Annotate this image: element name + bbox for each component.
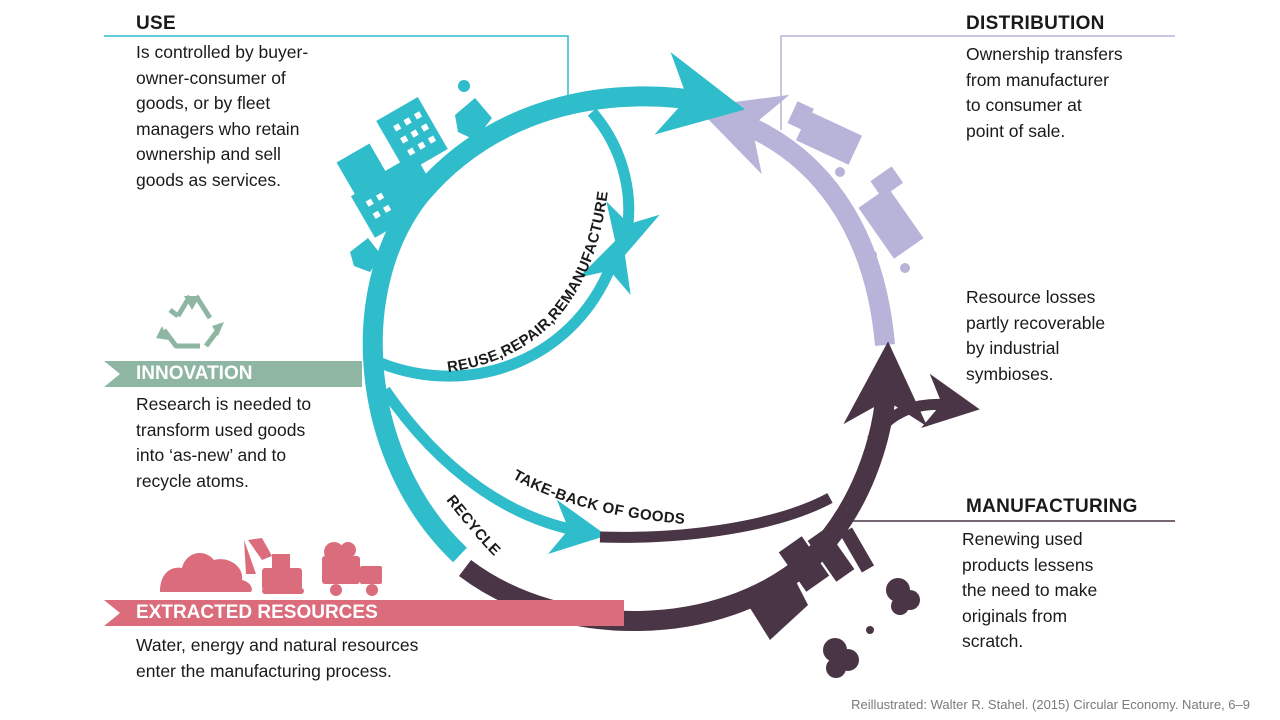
use-description: Is controlled by buyer- owner-consumer o… xyxy=(136,42,309,190)
reuse-inner-arrow xyxy=(587,108,660,262)
dump-truck-icon xyxy=(322,542,382,596)
losses-arrow xyxy=(867,373,980,443)
resource-piles-icon xyxy=(160,553,252,592)
manufacturing-description: Renewing used products lessens the need … xyxy=(962,529,1098,651)
losses-description: Resource losses partly recoverable by in… xyxy=(966,287,1106,384)
extracted-description: Water, energy and natural resources ente… xyxy=(136,635,419,681)
excavator-icon xyxy=(244,538,304,594)
takeback-return-arrow xyxy=(599,493,833,543)
trucks-icon xyxy=(787,101,924,273)
reuse-loop-label: REUSE,REPAIR,REMANUFACTURE xyxy=(446,190,612,376)
buildings-icon xyxy=(336,80,492,272)
factory-icon xyxy=(745,527,920,678)
manufacturing-title: MANUFACTURING xyxy=(966,496,1138,517)
reuse-loop-arrow xyxy=(375,234,631,382)
use-title: USE xyxy=(136,13,176,34)
innovation-title: INNOVATION xyxy=(136,363,253,384)
building-windows xyxy=(365,111,437,219)
distribution-description: Ownership transfers from manufacturer to… xyxy=(966,44,1123,141)
innovation-banner: INNOVATION xyxy=(104,361,362,387)
innovation-description: Research is needed to transform used goo… xyxy=(136,394,312,491)
source-caption: Reillustrated: Walter R. Stahel. (2015) … xyxy=(851,697,1250,712)
extracted-title: EXTRACTED RESOURCES xyxy=(136,602,378,623)
extracted-banner: EXTRACTED RESOURCES xyxy=(104,600,624,626)
takeback-loop-arrow xyxy=(380,386,607,554)
distribution-title: DISTRIBUTION xyxy=(966,13,1105,34)
recycle-icon xyxy=(156,294,224,349)
distribution-arrow xyxy=(696,94,895,346)
